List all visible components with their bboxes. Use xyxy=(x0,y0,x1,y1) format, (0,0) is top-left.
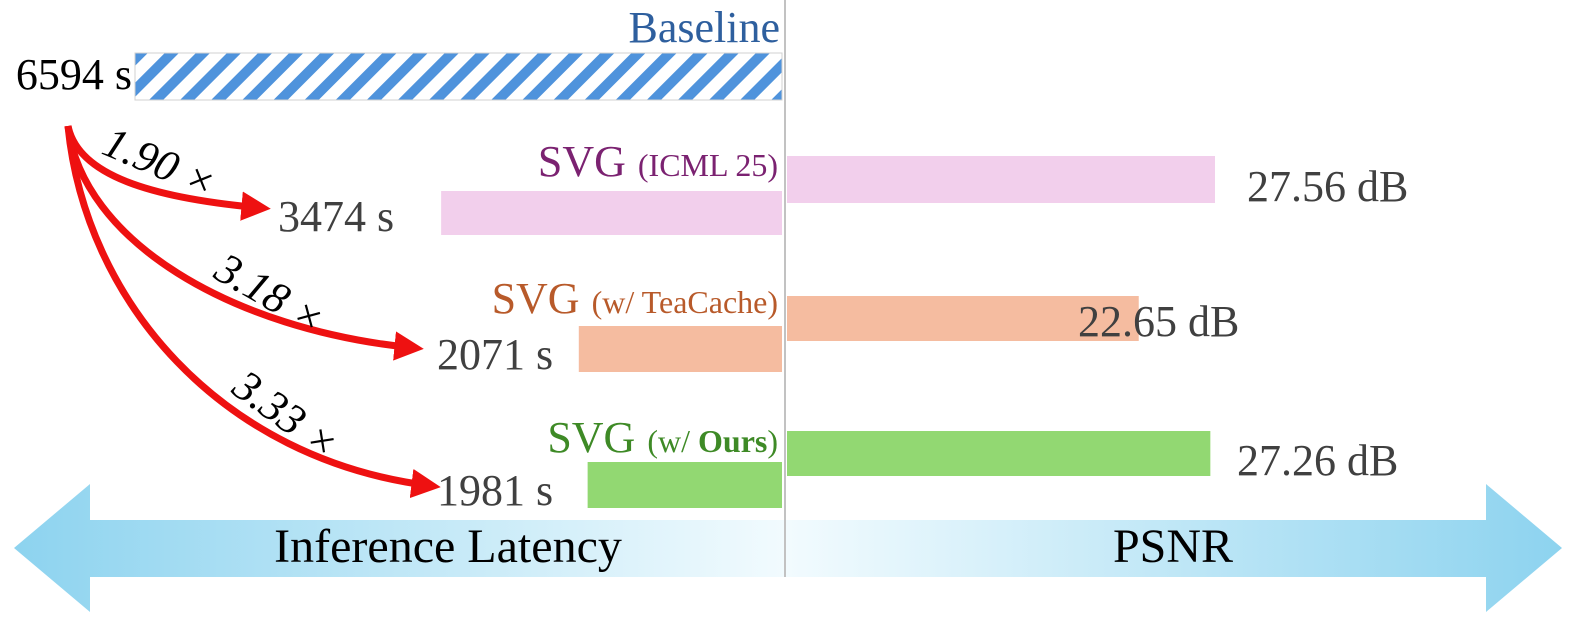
latency-axis-arrow xyxy=(14,484,787,612)
psnr-bar xyxy=(787,296,1139,341)
latency-bar xyxy=(578,326,782,372)
latency-bar xyxy=(587,462,782,508)
baseline-latency-bar xyxy=(134,52,783,101)
method-label-teacache: SVG (w/ TeaCache) xyxy=(492,274,778,323)
baseline-label: Baseline xyxy=(628,3,780,52)
method-name: SVG xyxy=(547,413,635,462)
psnr-axis-arrow xyxy=(787,484,1562,612)
baseline-latency-label: 6594 s xyxy=(16,50,132,99)
psnr-bar xyxy=(787,156,1215,203)
latency-value-label: 2071 s xyxy=(437,330,553,379)
axis-band: Inference Latency PSNR xyxy=(14,484,1562,612)
latency-panel-title: Inference Latency xyxy=(274,520,622,573)
speedup-arrows: 1.90 × 3.18 × 3.33 × xyxy=(64,117,441,499)
series-layer: SVG (ICML 25) 3474 s 27.56 dB SVG (w/ Te… xyxy=(278,137,1408,515)
psnr-value-label: 27.26 dB xyxy=(1237,436,1398,485)
method-label-ours: SVG (w/ Ours) xyxy=(547,413,778,462)
latency-bar xyxy=(441,191,782,235)
latency-value-label: 1981 s xyxy=(437,466,553,515)
baseline-group: Baseline 6594 s xyxy=(16,3,783,101)
psnr-bar xyxy=(787,431,1211,476)
psnr-value-label: 27.56 dB xyxy=(1247,162,1408,211)
method-label-icml: SVG (ICML 25) xyxy=(538,137,778,186)
speedup-arrow-ours-icon xyxy=(64,125,441,499)
method-name: SVG xyxy=(492,274,580,323)
speedup-arrow-teacache-icon xyxy=(64,125,424,361)
method-name: SVG xyxy=(538,137,626,186)
psnr-value-label: 22.65 dB xyxy=(1078,297,1239,346)
psnr-panel-title: PSNR xyxy=(1113,520,1233,573)
speedup-label: 3.18 × xyxy=(206,243,333,345)
latency-value-label: 3474 s xyxy=(278,192,394,241)
